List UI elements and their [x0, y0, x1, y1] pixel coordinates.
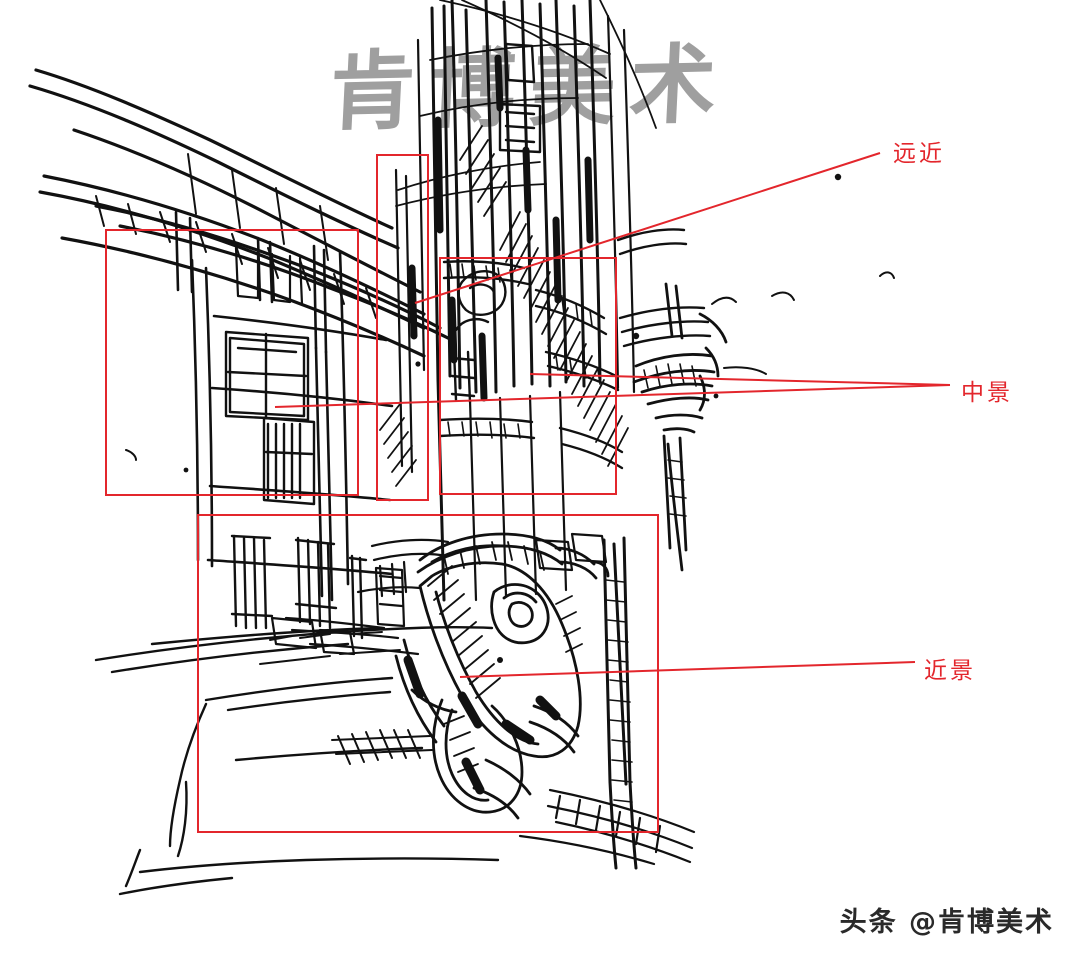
leader-line-mid-b	[529, 373, 951, 386]
annotation-label-middle-ground: 中景	[961, 380, 1013, 406]
right-pole-hatch	[605, 579, 633, 803]
annotation-box-tall-center[interactable]	[375, 153, 430, 502]
center-dense-hatching	[379, 125, 629, 487]
center-dark-masses	[408, 54, 594, 402]
right-street-lamp	[632, 282, 728, 572]
left-building-facade	[190, 244, 394, 602]
right-lamp-hatch	[643, 363, 697, 517]
annotation-box-left-building[interactable]	[104, 228, 360, 497]
right-ground-planks	[518, 788, 696, 866]
footer-watermark-text: 头条 @肯博美术	[839, 907, 1054, 938]
annotation-label-far-near: 远近	[893, 141, 945, 167]
left-building-eaves	[28, 68, 454, 358]
center-utility-poles	[430, 0, 602, 602]
center-wires	[395, 0, 657, 207]
right-background-eaves	[616, 228, 712, 348]
leader-line-far	[414, 152, 881, 304]
left-building-window-lower	[262, 416, 316, 506]
annotation-box-near-ground[interactable]	[196, 513, 660, 834]
street-paving-hatch	[259, 631, 433, 765]
leader-line-mid-a	[274, 384, 951, 408]
sketch-accents	[125, 271, 895, 461]
scooter-hatching	[427, 541, 583, 773]
annotation-label-foreground: 近景	[924, 658, 976, 684]
scooter-dark-masses	[403, 655, 561, 795]
left-building-upper-openings	[234, 246, 304, 306]
mid-ground-hatch-ticks	[447, 263, 601, 439]
leader-line-near	[459, 661, 916, 678]
left-building-window-upper	[224, 330, 310, 422]
scooter-background-bikes	[356, 532, 608, 598]
sketch-dots	[183, 173, 842, 663]
